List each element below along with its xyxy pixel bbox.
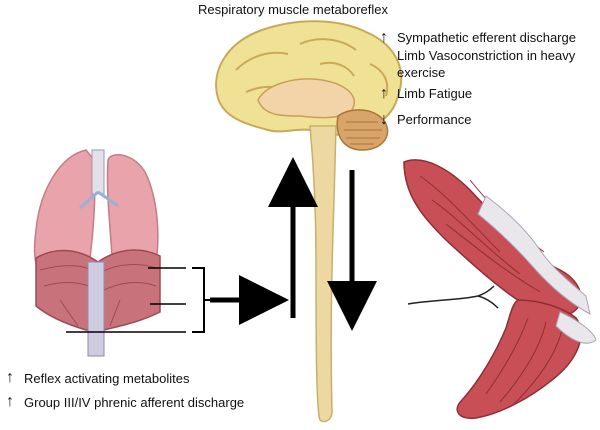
effect-performance: Performance [397,112,472,127]
brain-illustration [215,20,403,151]
bracket [192,267,210,333]
calf-muscle [456,299,582,419]
calf-fibers [485,317,563,405]
afferent-metabolites: Reflex activating metabolites [24,371,190,386]
up-arrow-icon: ↑ [6,369,14,386]
thigh-fibers [419,175,545,293]
nerve-line [407,285,499,309]
effect-sympathetic: Sympathetic efferent discharge [397,30,576,45]
trachea [91,149,105,195]
bronchi [79,190,119,210]
down-arrow-icon: ↓ [380,111,388,128]
diaphragm-fibers [39,264,157,327]
afferent-phrenic: Group III/IV phrenic afferent discharge [24,395,245,410]
up-arrow-icon: ↑ [380,29,388,46]
knee-tendon [477,195,591,315]
leg-muscle-illustration [403,159,597,419]
spinal-cord [309,125,337,423]
leg-shin-tendon [555,311,597,344]
effect-vasoconstriction-line-1: Limb Vasoconstriction in heavy [397,48,576,63]
spine-column [87,261,105,357]
diagram-title: Respiratory muscle metaboreflex [198,2,389,17]
up-arrow-icon: ↑ [6,393,14,410]
effect-vasoconstriction-line-2: exercise [397,65,446,80]
right-lung [106,154,159,263]
lungs-illustration [33,149,161,357]
effect-limb-fatigue: Limb Fatigue [397,86,473,101]
cerebellum-folia [344,121,382,145]
up-arrow-icon: ↑ [380,85,388,102]
